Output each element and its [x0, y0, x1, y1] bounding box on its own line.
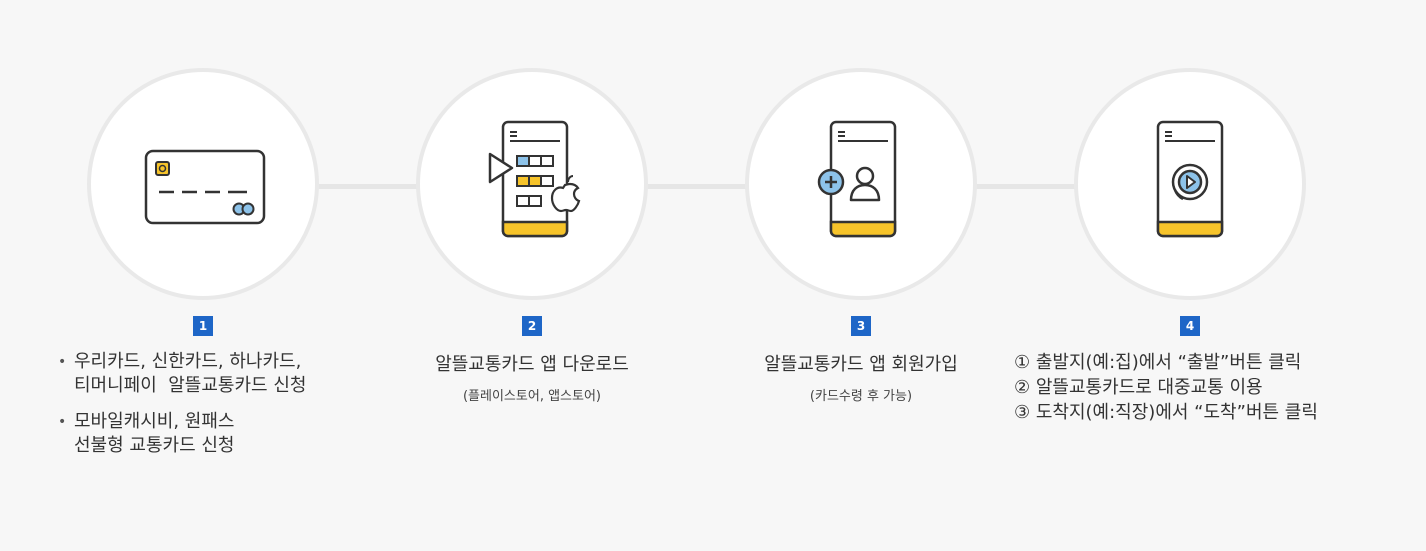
- bullet-line: 티머니페이 알뜰교통카드 신청: [74, 375, 307, 396]
- step-4-instructions: ① 출발지(예:집)에서 “출발”버튼 클릭 ② 알뜰교통카드로 대중교통 이용…: [1014, 350, 1318, 425]
- instruction-line: ② 알뜰교통카드로 대중교통 이용: [1014, 377, 1263, 398]
- instruction-line: ① 출발지(예:집)에서 “출발”버튼 클릭: [1014, 352, 1302, 373]
- step-2-subtitle: (플레이스토어, 앱스토어): [462, 389, 601, 404]
- bullet-line: 선불형 교통카드 신청: [74, 435, 235, 456]
- step-number-badge: 1: [193, 316, 213, 336]
- step-number-badge: 4: [1180, 316, 1200, 336]
- step-number-badge: 2: [522, 316, 542, 336]
- step-number-badge: 3: [851, 316, 871, 336]
- bullet-item: 모바일캐시비, 원패스 선불형 교통카드 신청: [58, 410, 306, 458]
- step-3-title: 알뜰교통카드 앱 회원가입: [764, 354, 958, 375]
- step-1-circle: [87, 68, 319, 300]
- bullet-line: 우리카드, 신한카드, 하나카드,: [74, 351, 302, 372]
- app-store-download-icon: [488, 120, 581, 238]
- credit-card-icon: [144, 149, 266, 225]
- add-user-icon: [817, 120, 897, 238]
- step-4-circle: [1074, 68, 1306, 300]
- step-2-title: 알뜰교통카드 앱 다운로드: [435, 354, 629, 375]
- step-connector-line: [205, 184, 1195, 189]
- step-1-bullets: 우리카드, 신한카드, 하나카드, 티머니페이 알뜰교통카드 신청 모바일캐시비…: [58, 350, 306, 470]
- step-3-subtitle: (카드수령 후 가능): [809, 389, 913, 404]
- bullet-item: 우리카드, 신한카드, 하나카드, 티머니페이 알뜰교통카드 신청: [58, 350, 306, 398]
- step-3-circle: [745, 68, 977, 300]
- instruction-line: ③ 도착지(예:직장)에서 “도착”버튼 클릭: [1014, 402, 1318, 423]
- step-2-circle: [416, 68, 648, 300]
- bullet-line: 모바일캐시비, 원패스: [74, 411, 235, 432]
- play-button-icon: [1156, 120, 1224, 238]
